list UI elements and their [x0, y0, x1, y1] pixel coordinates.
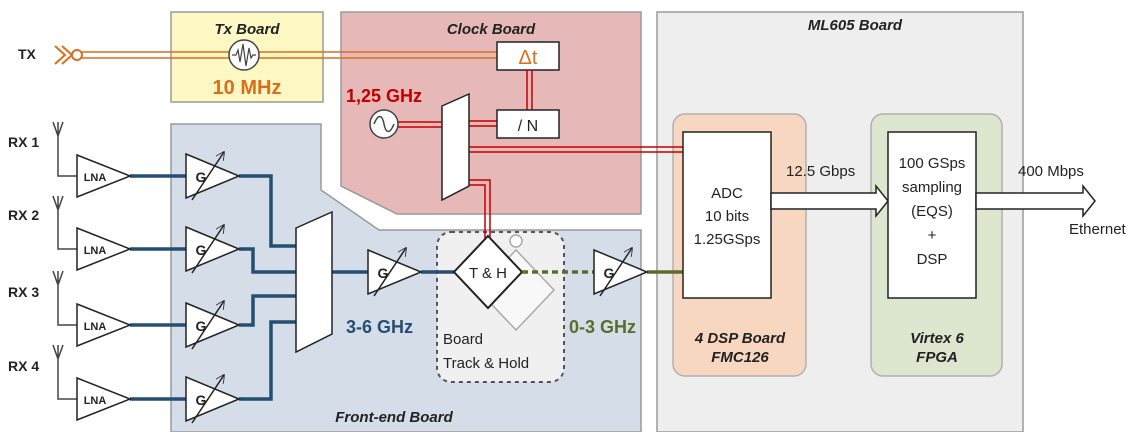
rx3-antenna-icon	[52, 270, 77, 326]
track-hold-block	[452, 234, 524, 310]
lna-2: LNA	[76, 226, 133, 272]
clock-frequency: 1,25 GHz	[346, 86, 422, 106]
th-board-label-2: Track & Hold	[443, 355, 529, 372]
rx2-label: RX 2	[8, 207, 39, 223]
frontend-board-title: Front-end Board	[335, 409, 453, 426]
adc-rate-label: 12.5 Gbps	[786, 163, 855, 180]
tx-path	[82, 51, 497, 59]
fpga-block-line1: 100 GSps	[899, 155, 966, 172]
adc-block	[682, 131, 772, 299]
clock-board-title: Clock Board	[447, 21, 536, 38]
vga-label: G	[196, 242, 207, 258]
lna-4: LNA	[76, 376, 133, 422]
delay-label: Δt	[519, 47, 538, 69]
rx4-label: RX 4	[8, 358, 39, 374]
rx2-antenna-icon	[52, 195, 77, 250]
rx1-label: RX 1	[8, 134, 39, 150]
tx-antenna-icon	[54, 45, 83, 65]
vga-label: G	[196, 318, 207, 334]
delay-block	[496, 41, 560, 71]
clock-source-icon	[369, 109, 399, 139]
lna-label: LNA	[84, 245, 107, 257]
vga-main: G	[367, 248, 423, 297]
lna-1: LNA	[76, 153, 133, 199]
vga-low: G	[593, 248, 649, 297]
vga-label: G	[196, 392, 207, 408]
vga-label: G	[196, 169, 207, 185]
tx-label: TX	[18, 46, 37, 62]
lna-label: LNA	[84, 172, 107, 184]
fpga-board-title-1: Virtex 6	[910, 330, 964, 347]
adc-line1: ADC	[711, 185, 743, 202]
clock-splitter	[441, 92, 470, 202]
ethernet-label: Ethernet	[1069, 221, 1127, 238]
vga-1: G	[185, 152, 241, 201]
adc-fpga-arrow	[770, 183, 889, 219]
lna-label: LNA	[84, 395, 107, 407]
output-rate-label: 400 Mbps	[1018, 163, 1084, 180]
th-board-label-1: Board	[443, 331, 483, 348]
rx3-label: RX 3	[8, 284, 39, 300]
rx-signal-lines	[130, 174, 458, 401]
oscillator-10mhz-icon	[228, 39, 260, 71]
vga-4: G	[185, 375, 241, 424]
vga-3: G	[185, 301, 241, 350]
rf-combiner	[295, 210, 333, 354]
divider-block	[496, 109, 560, 139]
high-band-label: 3-6 GHz	[346, 317, 413, 337]
dsp-board-title-2: FMC126	[711, 349, 769, 366]
fpga-processing-block	[887, 131, 977, 299]
adc-line2: 10 bits	[705, 208, 749, 225]
fpga-block-line3: (EQS)	[911, 203, 953, 220]
ml605-board-title: ML605 Board	[808, 17, 903, 34]
track-hold-label: T & H	[469, 265, 507, 282]
divider-label: / N	[518, 118, 538, 135]
lna-label: LNA	[84, 321, 107, 333]
clock-board	[340, 11, 642, 215]
fpga-block-line5: DSP	[917, 251, 948, 268]
dsp-board-title-1: 4 DSP Board	[694, 330, 786, 347]
fpga-board-title-2: FPGA	[916, 349, 958, 366]
fpga-block-line2: sampling	[902, 179, 962, 196]
vga-2: G	[185, 225, 241, 274]
vga-label: G	[378, 265, 389, 281]
vga-label: G	[604, 265, 615, 281]
low-band-label: 0-3 GHz	[569, 317, 636, 337]
rx1-antenna-icon	[52, 121, 77, 177]
lna-3: LNA	[76, 302, 133, 348]
tx-board-title: Tx Board	[214, 21, 280, 38]
adc-line3: 1.25GSps	[694, 231, 761, 248]
ethernet-output-arrow	[975, 183, 1096, 219]
tx-frequency: 10 MHz	[213, 77, 282, 99]
rx4-antenna-icon	[52, 344, 77, 400]
fpga-block-line4: +	[928, 227, 937, 244]
